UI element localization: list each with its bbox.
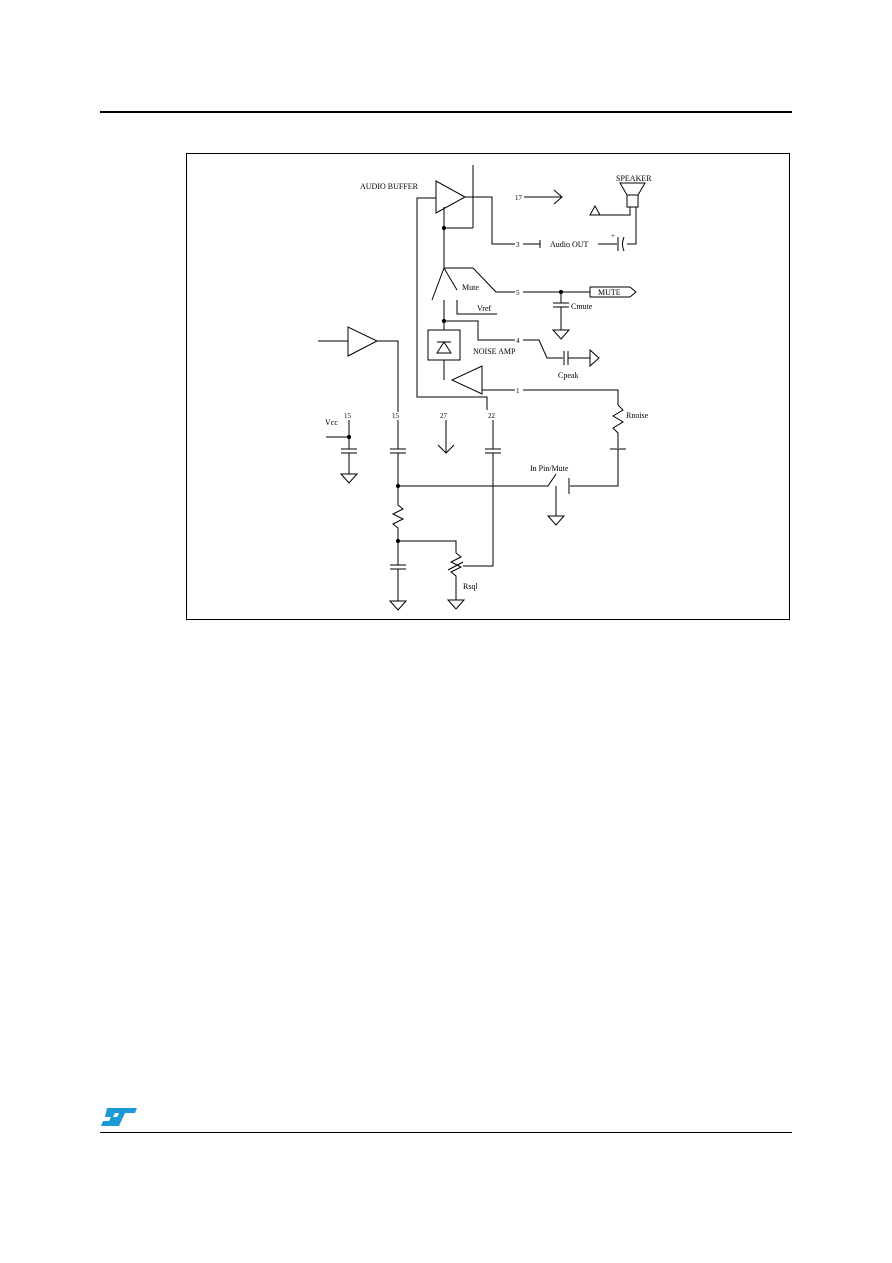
noise-input-amplifier bbox=[450, 365, 483, 395]
buffer-input-wire bbox=[416, 197, 488, 410]
header-rule bbox=[100, 111, 792, 113]
input-buffer-amplifier bbox=[347, 326, 379, 357]
speaker-body bbox=[626, 194, 639, 208]
pin-4-label: 4 bbox=[516, 337, 520, 345]
cpeak-wire bbox=[523, 339, 563, 359]
rc-ground-symbol bbox=[388, 600, 408, 611]
cpeak-ground-symbol bbox=[589, 348, 600, 368]
audio-out-label: Audio OUT bbox=[550, 240, 589, 249]
cpeak-label: Cpeak bbox=[558, 371, 578, 380]
pin-1-label: 1 bbox=[516, 387, 520, 395]
vcc-label: Vcc bbox=[325, 418, 338, 427]
vcc-ground-symbol bbox=[339, 473, 359, 484]
rnoise-wire bbox=[570, 449, 619, 487]
noise-amp-wire bbox=[444, 320, 515, 341]
mute-out-label: MUTE bbox=[598, 288, 621, 297]
mute-output-port bbox=[589, 286, 637, 298]
pin-17-arrowhead bbox=[553, 189, 563, 205]
rnoise-resistor bbox=[612, 404, 624, 448]
vref-label: Vref bbox=[477, 304, 492, 313]
audio-buffer-label: AUDIO BUFFER bbox=[360, 182, 419, 191]
in-pin-switch bbox=[540, 473, 557, 487]
pin-15-wire bbox=[377, 340, 399, 412]
pin-p15b-label: 15 bbox=[392, 412, 400, 420]
rsql-resistor bbox=[449, 552, 463, 600]
capacitor-polarity: + bbox=[611, 232, 615, 240]
rnoise-label: Rnoise bbox=[626, 411, 649, 420]
speaker-cone bbox=[619, 182, 646, 196]
output-capacitor bbox=[622, 236, 625, 252]
schematic-diagram: AUDIO BUFFER 17 SPEAKER 3 Audio OUT + Mu… bbox=[318, 165, 652, 611]
rsql-ground-symbol bbox=[446, 599, 466, 610]
vref-wire bbox=[456, 300, 497, 315]
st-logo-mark bbox=[101, 1108, 137, 1126]
noise-amp-diode-box bbox=[427, 329, 461, 361]
audio-buffer-amplifier bbox=[435, 180, 467, 214]
pin-p15-label: 15 bbox=[344, 412, 352, 420]
in-pin-label: In Pin/Mute bbox=[530, 464, 569, 473]
pin-27-arrowhead bbox=[437, 444, 455, 454]
rsql-wire bbox=[398, 540, 457, 553]
in-pin-ground-symbol bbox=[546, 515, 566, 526]
pin-5-label: 5 bbox=[516, 289, 520, 297]
speaker-wire bbox=[595, 207, 631, 216]
pin-22-wire bbox=[463, 453, 494, 567]
mute-control-wire bbox=[444, 267, 515, 293]
junction-dot bbox=[346, 434, 352, 440]
speaker-ground-symbol bbox=[589, 204, 601, 216]
st-logo bbox=[101, 1108, 137, 1126]
rc-resistor bbox=[391, 504, 405, 565]
cmute-label: Cmute bbox=[571, 302, 593, 311]
noise-amp-label: NOISE AMP bbox=[473, 347, 516, 356]
buffer-output-wire bbox=[465, 196, 515, 245]
pin-3-label: 3 bbox=[516, 241, 520, 249]
noise-amp-diode bbox=[436, 341, 452, 354]
figure-frame bbox=[186, 153, 790, 620]
pin-27-label: 27 bbox=[440, 412, 448, 420]
rsql-wiper bbox=[447, 561, 464, 571]
footer-rule bbox=[100, 1132, 792, 1133]
cmute-ground-symbol bbox=[551, 329, 571, 340]
mute-switch bbox=[431, 266, 458, 301]
mute-switch-label: Mute bbox=[462, 283, 479, 292]
rnoise-wire bbox=[523, 389, 619, 405]
pin-22-label: 22 bbox=[488, 412, 496, 420]
rsql-label: Rsql bbox=[463, 582, 478, 591]
pin-17-label: 17 bbox=[515, 194, 523, 202]
speaker-label: SPEAKER bbox=[616, 174, 652, 183]
speaker-wire bbox=[627, 207, 637, 245]
